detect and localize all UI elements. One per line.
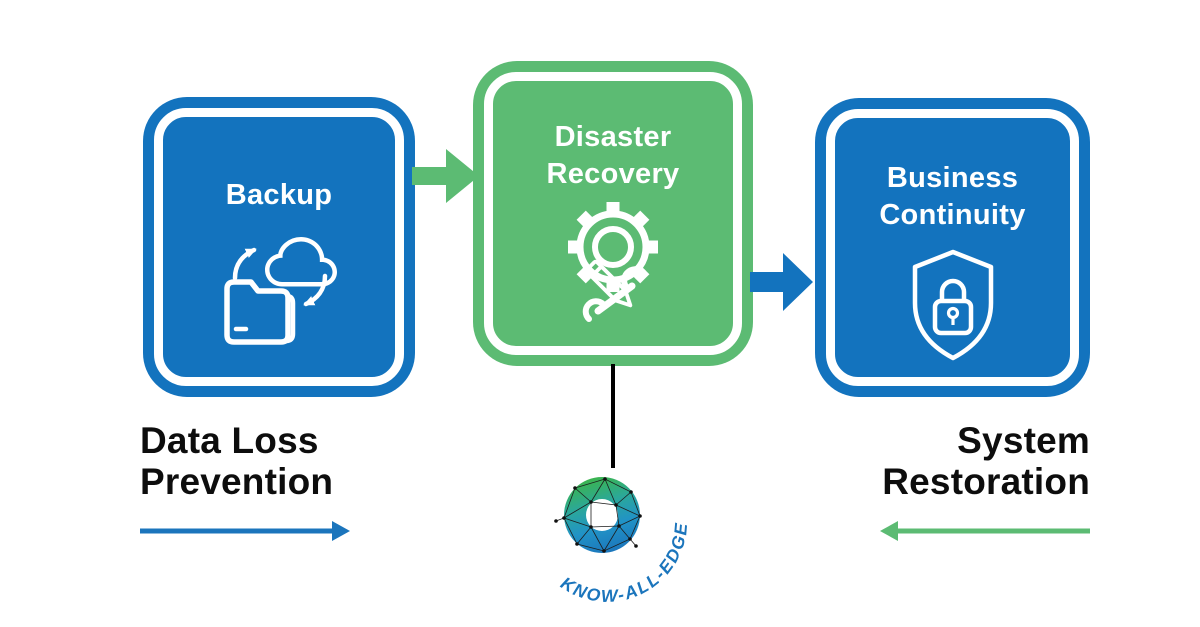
backup-box-label: Backup	[225, 179, 333, 211]
know-all-edge-logo: KNOW-ALL-EDGE	[554, 477, 689, 606]
shield-lock-icon	[912, 249, 993, 361]
caption-right-line1: System	[957, 420, 1090, 461]
logo-mesh-nodes	[554, 477, 642, 553]
backup-box-inner: Backup	[154, 108, 404, 386]
caption-right-line2: Restoration	[882, 461, 1090, 502]
backup-box: Backup	[143, 97, 415, 397]
gear-pencil-wrench-icon	[568, 202, 658, 322]
data-loss-prevention-arrow-icon	[140, 521, 350, 541]
business-continuity-box-inner: Business Continuity	[826, 109, 1079, 386]
caption-data-loss-prevention: Data Loss Prevention	[140, 420, 333, 502]
disaster-recovery-box: Disaster Recovery	[473, 61, 753, 366]
business-continuity-box-label: Business Continuity	[879, 162, 1026, 231]
business-continuity-box: Business Continuity	[815, 98, 1090, 397]
disaster-recovery-box-inner: Disaster Recovery	[484, 72, 742, 355]
logo-connector-line	[611, 364, 615, 468]
arrow-disaster-recovery-to-business-continuity	[750, 253, 813, 311]
caption-left-line1: Data Loss	[140, 420, 319, 461]
folder-cloud-sync-icon	[224, 237, 337, 345]
arrow-backup-to-disaster-recovery	[412, 149, 479, 203]
caption-left-line2: Prevention	[140, 461, 334, 502]
system-restoration-arrow-icon	[880, 521, 1090, 541]
disaster-recovery-box-label: Disaster Recovery	[546, 121, 680, 190]
caption-system-restoration: System Restoration	[882, 420, 1090, 502]
